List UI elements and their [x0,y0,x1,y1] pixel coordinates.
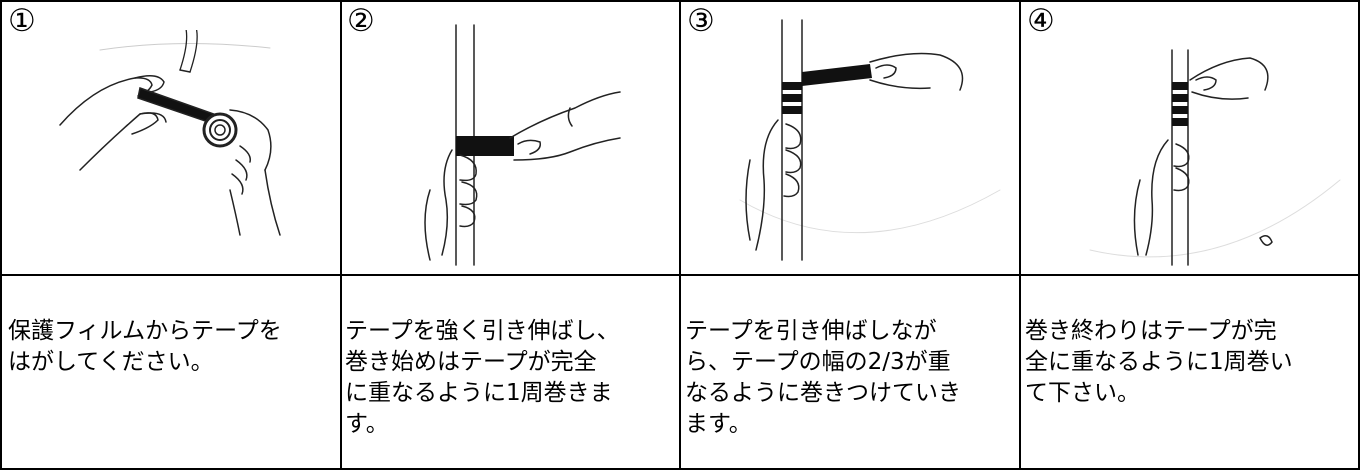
step-caption: 保護フィルムからテープを はがしてください。 [8,316,282,378]
caption-line: はがしてください。 [8,349,214,375]
caption-line: テープを引き伸ばしなが [685,318,937,344]
caption-line: に重なるように1周巻きま [345,380,613,406]
step-caption: テープを引き伸ばしなが ら、テープの幅の2/3が重 なるように巻きつけていき ま… [685,316,961,440]
caption-line: 全に重なるように1周巻い [1025,349,1293,375]
caption-line: ら、テープの幅の2/3が重 [685,349,951,375]
caption-line: 巻き始めはテープが完全 [345,349,597,375]
step-number: ④ [1027,3,1055,39]
caption-line: 巻き終わりはテープが完 [1025,318,1277,344]
step-number: ② [347,3,375,39]
step-caption: テープを強く引き伸ばし、 巻き始めはテープが完全 に重なるように1周巻きま す。 [345,316,620,440]
step-number: ③ [687,3,715,39]
caption-line: て下さい。 [1025,380,1140,406]
caption-line: なるように巻きつけていき [685,380,961,406]
caption-line: 保護フィルムからテープを [8,318,282,344]
wrap-overlapping-tape-drawing [739,19,1001,261]
finish-wrap-drawing [1089,49,1341,266]
caption-line: ます。 [685,411,752,437]
step-number: ① [8,3,36,39]
caption-line: す。 [345,411,389,437]
peel-protective-film-drawing [59,30,281,236]
stretch-tape-start-wrap-drawing [424,24,621,266]
caption-line: テープを強く引き伸ばし、 [345,318,620,344]
step-caption: 巻き終わりはテープが完 全に重なるように1周巻い て下さい。 [1025,316,1293,409]
